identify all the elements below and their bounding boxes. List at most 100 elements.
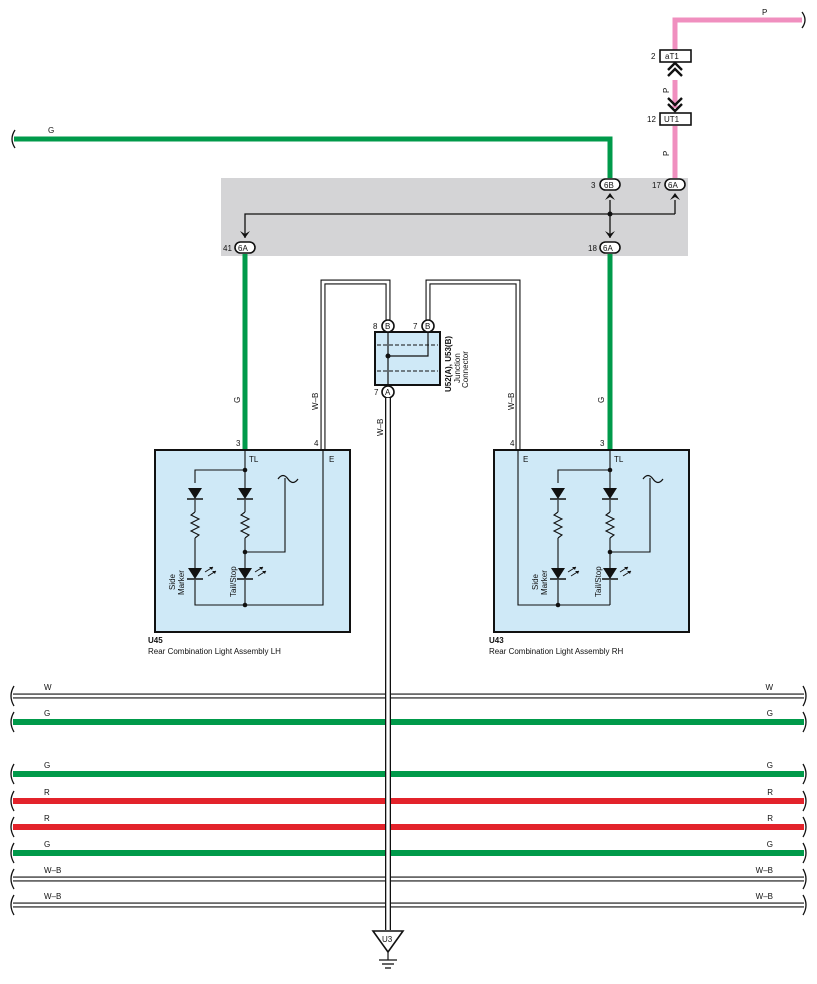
pink-wire-label-top: P [762, 8, 767, 17]
connector-6a-out-left-pin: 41 [223, 244, 232, 253]
bus-break-left [10, 868, 15, 890]
bus-break-left [10, 711, 15, 733]
junction-internal-wiring [244, 200, 676, 238]
bus-label-left: G [44, 709, 50, 718]
junction-pin-b-right [421, 319, 435, 333]
lh-component-code: U45 [148, 636, 163, 645]
bus-label-right: G [767, 709, 773, 718]
connector-6a-out-right-name: 6A [603, 244, 613, 253]
green-wire-top [11, 129, 613, 178]
bus-break-left [10, 763, 15, 785]
wb-wire-right [425, 279, 521, 450]
rh-tail-label: Tail/Stop [594, 566, 603, 597]
connector-6b-pin: 3 [591, 181, 596, 190]
bus-label-right: G [767, 840, 773, 849]
junction-pin-a-letter: A [385, 388, 391, 397]
lh-terminal-tl: TL [249, 455, 259, 464]
ground-name: U3 [382, 935, 393, 944]
connector-6a-in-pin: 17 [652, 181, 661, 190]
bus-break-left [10, 685, 15, 707]
bus-break-right [802, 711, 807, 733]
connector-ut1-name: UT1 [664, 115, 680, 124]
bus-label-left: R [44, 788, 50, 797]
lh-terminal-e: E [329, 455, 334, 464]
lh-pin-e: 4 [314, 439, 319, 448]
bus-label-left: W [44, 683, 52, 692]
lh-side-label-1: Side [168, 573, 177, 590]
connector-ut1 [659, 97, 692, 126]
light-assembly-lh [154, 449, 351, 633]
rh-terminal-e: E [523, 455, 528, 464]
bus-label-right: W–B [756, 866, 773, 875]
bus-break-left [10, 894, 15, 916]
connector-at1-name: aT1 [665, 52, 679, 61]
rh-side-label-2: Marker [540, 570, 549, 595]
lh-tail-label: Tail/Stop [229, 566, 238, 597]
junction-node [607, 211, 613, 217]
wb-wire-left-label: W–B [311, 393, 320, 410]
junction-connector-name: U52(A), U53(B) [444, 336, 453, 392]
connector-at1 [659, 49, 692, 77]
junction-pin-b-left-num: 8 [373, 322, 378, 331]
bus-label-left: G [44, 840, 50, 849]
bus-label-left: W–B [44, 892, 61, 901]
junction-connector-desc-1: Junction [453, 353, 462, 383]
junction-pin-b-left [381, 319, 395, 333]
lh-side-label-2: Marker [177, 570, 186, 595]
rh-side-label-1: Side [531, 573, 540, 590]
bus-label-right: R [767, 788, 773, 797]
junction-connector-desc-2: Connector [461, 351, 470, 388]
rh-pin-e: 4 [510, 439, 515, 448]
light-assembly-rh [493, 449, 690, 633]
bus-break-left [10, 790, 15, 812]
bus-label-right: W–B [756, 892, 773, 901]
green-wire-right-label: G [597, 397, 606, 403]
bus-break-right [802, 790, 807, 812]
rh-component-name: Rear Combination Light Assembly RH [489, 647, 624, 656]
junction-pin-b-left-letter: B [385, 322, 390, 331]
bus-label-left: W–B [44, 866, 61, 875]
bus-label-left: R [44, 814, 50, 823]
junction-pin-a-num: 7 [374, 388, 379, 397]
wb-wire-left [320, 279, 391, 450]
connector-6b-name: 6B [604, 181, 614, 190]
rh-pin-tl: 3 [600, 439, 605, 448]
bus-break-right [802, 842, 807, 864]
wb-wire-right-label: W–B [507, 393, 516, 410]
connector-6a-in [664, 178, 686, 200]
bus-label-right: W [765, 683, 773, 692]
bus-break-left [10, 816, 15, 838]
connector-ut1-pin: 12 [647, 115, 656, 124]
bus-label-right: G [767, 761, 773, 770]
lh-component-name: Rear Combination Light Assembly LH [148, 647, 281, 656]
green-wire-top-label: G [48, 126, 54, 135]
bus-break-right [802, 763, 807, 785]
junction-pin-b-right-num: 7 [413, 322, 418, 331]
bus-label-left: G [44, 761, 50, 770]
connector-6a-out-left [234, 231, 256, 254]
ground-symbol [371, 930, 405, 969]
connector-6a-out-left-name: 6A [238, 244, 248, 253]
connector-6a-in-name: 6A [668, 181, 678, 190]
junction-pin-b-right-letter: B [425, 322, 430, 331]
bus-break-right [802, 894, 807, 916]
connector-6a-out-right [599, 231, 621, 254]
connector-at1-pin: 2 [651, 52, 656, 61]
rh-terminal-tl: TL [614, 455, 624, 464]
bus-break-right [802, 868, 807, 890]
bus-lines: W W G G G G R R R R G G W–B W–B W–B W–B [10, 683, 807, 916]
pink-wire-label-mid-1: P [662, 88, 671, 93]
rh-component-code: U43 [489, 636, 504, 645]
connector-6b-in [599, 178, 621, 200]
bus-label-right: R [767, 814, 773, 823]
bus-break-right [802, 685, 807, 707]
wb-wire-center-label: W–B [376, 419, 385, 436]
lh-pin-tl: 3 [236, 439, 241, 448]
junction-connector [374, 331, 441, 386]
pink-wire [672, 11, 806, 178]
green-wire-left-label: G [233, 397, 242, 403]
connector-6a-out-right-pin: 18 [588, 244, 597, 253]
bus-break-left [10, 842, 15, 864]
pink-wire-label-mid-2: P [662, 151, 671, 156]
